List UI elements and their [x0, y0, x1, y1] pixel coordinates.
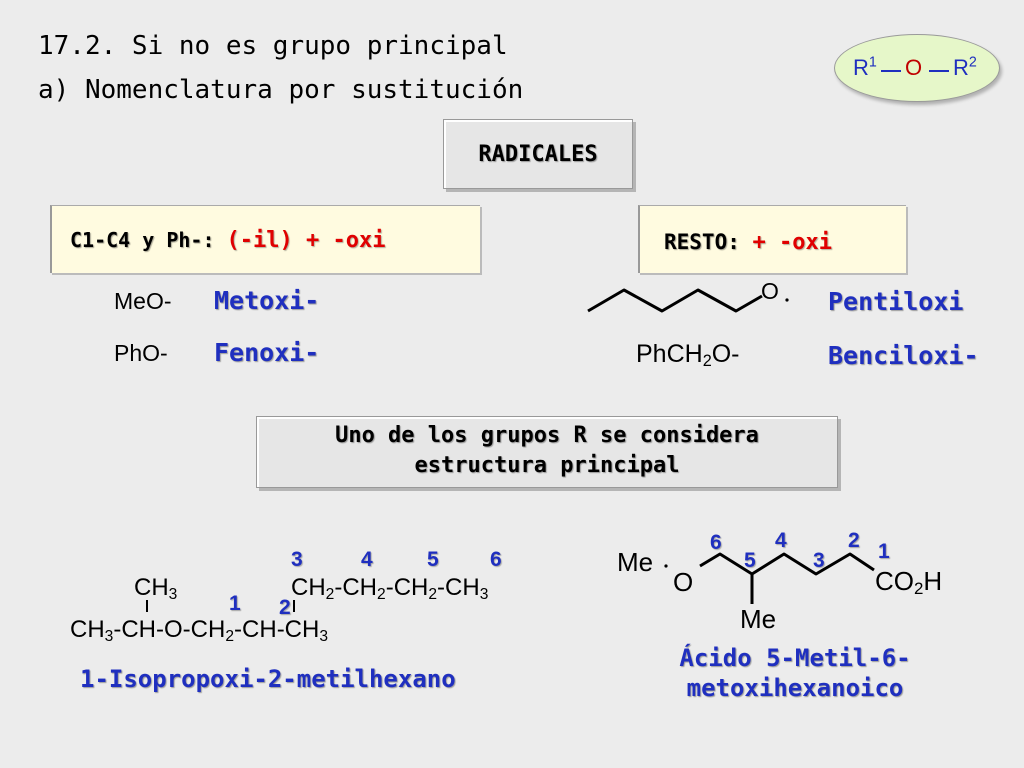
rule-box-short: C1-C4 y Ph-: (-il) + -oxi: [50, 205, 480, 273]
top-left-ch: CH: [134, 574, 169, 601]
locant-2: 2: [279, 596, 291, 619]
ex2-locant-6: 6: [710, 531, 722, 554]
example2-name-line1: Ácido 5-Metil-6-: [679, 644, 911, 672]
methyl-top: Me: [617, 547, 654, 577]
radicales-label: RADICALES: [478, 141, 598, 167]
badge-bond-right: [929, 70, 949, 72]
ex2-locant-1: 1: [878, 540, 890, 563]
note-line-2: estructura principal: [414, 453, 680, 478]
co2h-a: CO: [875, 566, 914, 596]
locant-4: 4: [361, 548, 373, 571]
ex2-locant-5: 5: [744, 549, 756, 572]
chain-seg-1: CH: [291, 574, 326, 601]
badge-bond-left: [881, 70, 901, 72]
rule-rest-suffix: + -oxi: [752, 230, 832, 255]
butyl-chain: CH2-CH2-CH2-CH3: [291, 574, 488, 602]
radicales-box: RADICALES: [443, 119, 633, 189]
example2-name-line2: metoxihexanoico: [686, 674, 904, 702]
bond-isopropyl: [146, 600, 148, 612]
chain-seg-2: -CH: [334, 574, 378, 601]
note-line-1: Uno de los grupos R se considera: [335, 423, 759, 448]
chain-sub-4: 3: [479, 585, 489, 603]
chain-sub-1: 2: [325, 585, 335, 603]
badge-oxygen: O: [905, 55, 923, 80]
rule-box-rest: RESTO: + -oxi: [638, 205, 906, 273]
chain-sub-2: 2: [377, 585, 386, 603]
pentiloxi-name: Pentiloxi: [828, 287, 964, 316]
phch-sub: 2: [702, 352, 712, 371]
rule-rest-prefix: RESTO:: [664, 230, 753, 254]
example1-name: 1-Isopropoxi-2-metilhexano: [80, 665, 456, 693]
example2-name: Ácido 5-Metil-6- metoxihexanoico: [640, 643, 950, 703]
main-seg-1: CH: [70, 616, 105, 643]
chain-sub-3: 2: [428, 585, 438, 603]
main-seg-3: -CH-CH: [234, 616, 320, 643]
main-sub-1: 3: [104, 627, 114, 645]
bond-chain: [293, 600, 295, 612]
locant-5: 5: [427, 548, 439, 571]
co2h-b: H: [923, 566, 943, 596]
ex2-locant-2: 2: [848, 529, 860, 552]
methyl-bottom: Me: [740, 604, 777, 634]
badge-r1: R: [853, 55, 869, 80]
locant-6: 6: [490, 548, 502, 571]
carboxylic-acid: CO2H: [875, 566, 942, 597]
pentyloxy-oxygen: O: [761, 278, 779, 304]
chain-seg-4: -CH: [437, 574, 480, 601]
title-line-1: 17.2. Si no es grupo principal: [38, 31, 508, 61]
pho-formula: PhO-: [114, 340, 168, 366]
metoxi-name: Metoxi-: [214, 286, 320, 315]
benzyloxy-formula: PhCH2O-: [636, 340, 740, 369]
note-box: Uno de los grupos R se considera estruct…: [256, 416, 838, 488]
main-chain: CH3-CH-O-CH2-CH-CH3: [70, 616, 328, 644]
badge-r2: R: [953, 55, 969, 80]
badge-sup2: 2: [968, 54, 977, 71]
co2h-sub: 2: [914, 579, 924, 599]
main-seg-2: -CH-O-CH: [113, 616, 226, 643]
ether-badge: R1 O R2: [834, 34, 1000, 102]
ex2-locant-4: 4: [775, 529, 787, 552]
title-line-2: a) Nomenclatura por sustitución: [38, 75, 524, 105]
rule-short-prefix: C1-C4 y Ph-:: [70, 228, 227, 252]
chain-seg-3: -CH: [385, 574, 429, 601]
main-sub-3: 3: [319, 627, 329, 645]
meo-formula: MeO-: [114, 288, 172, 314]
hexanoic-skeleton: [664, 552, 875, 604]
badge-sup1: 1: [868, 54, 877, 71]
top-left-sub: 3: [168, 585, 178, 603]
phch-text: PhCH: [636, 340, 703, 368]
rule-short-suffix: (-il) + -oxi: [226, 228, 386, 253]
ex2-locant-3: 3: [813, 549, 825, 572]
pentyloxy-skeleton: [587, 288, 789, 313]
isopropyl-methyl: CH3: [134, 574, 177, 602]
fenoxi-name: Fenoxi-: [214, 338, 320, 367]
main-sub-2: 2: [225, 627, 235, 645]
locant-1: 1: [229, 592, 241, 615]
locant-3: 3: [291, 548, 303, 571]
benciloxi-name: Benciloxi-: [828, 341, 979, 370]
ether-oxygen: O: [673, 567, 694, 597]
phch-o: O-: [711, 340, 740, 368]
